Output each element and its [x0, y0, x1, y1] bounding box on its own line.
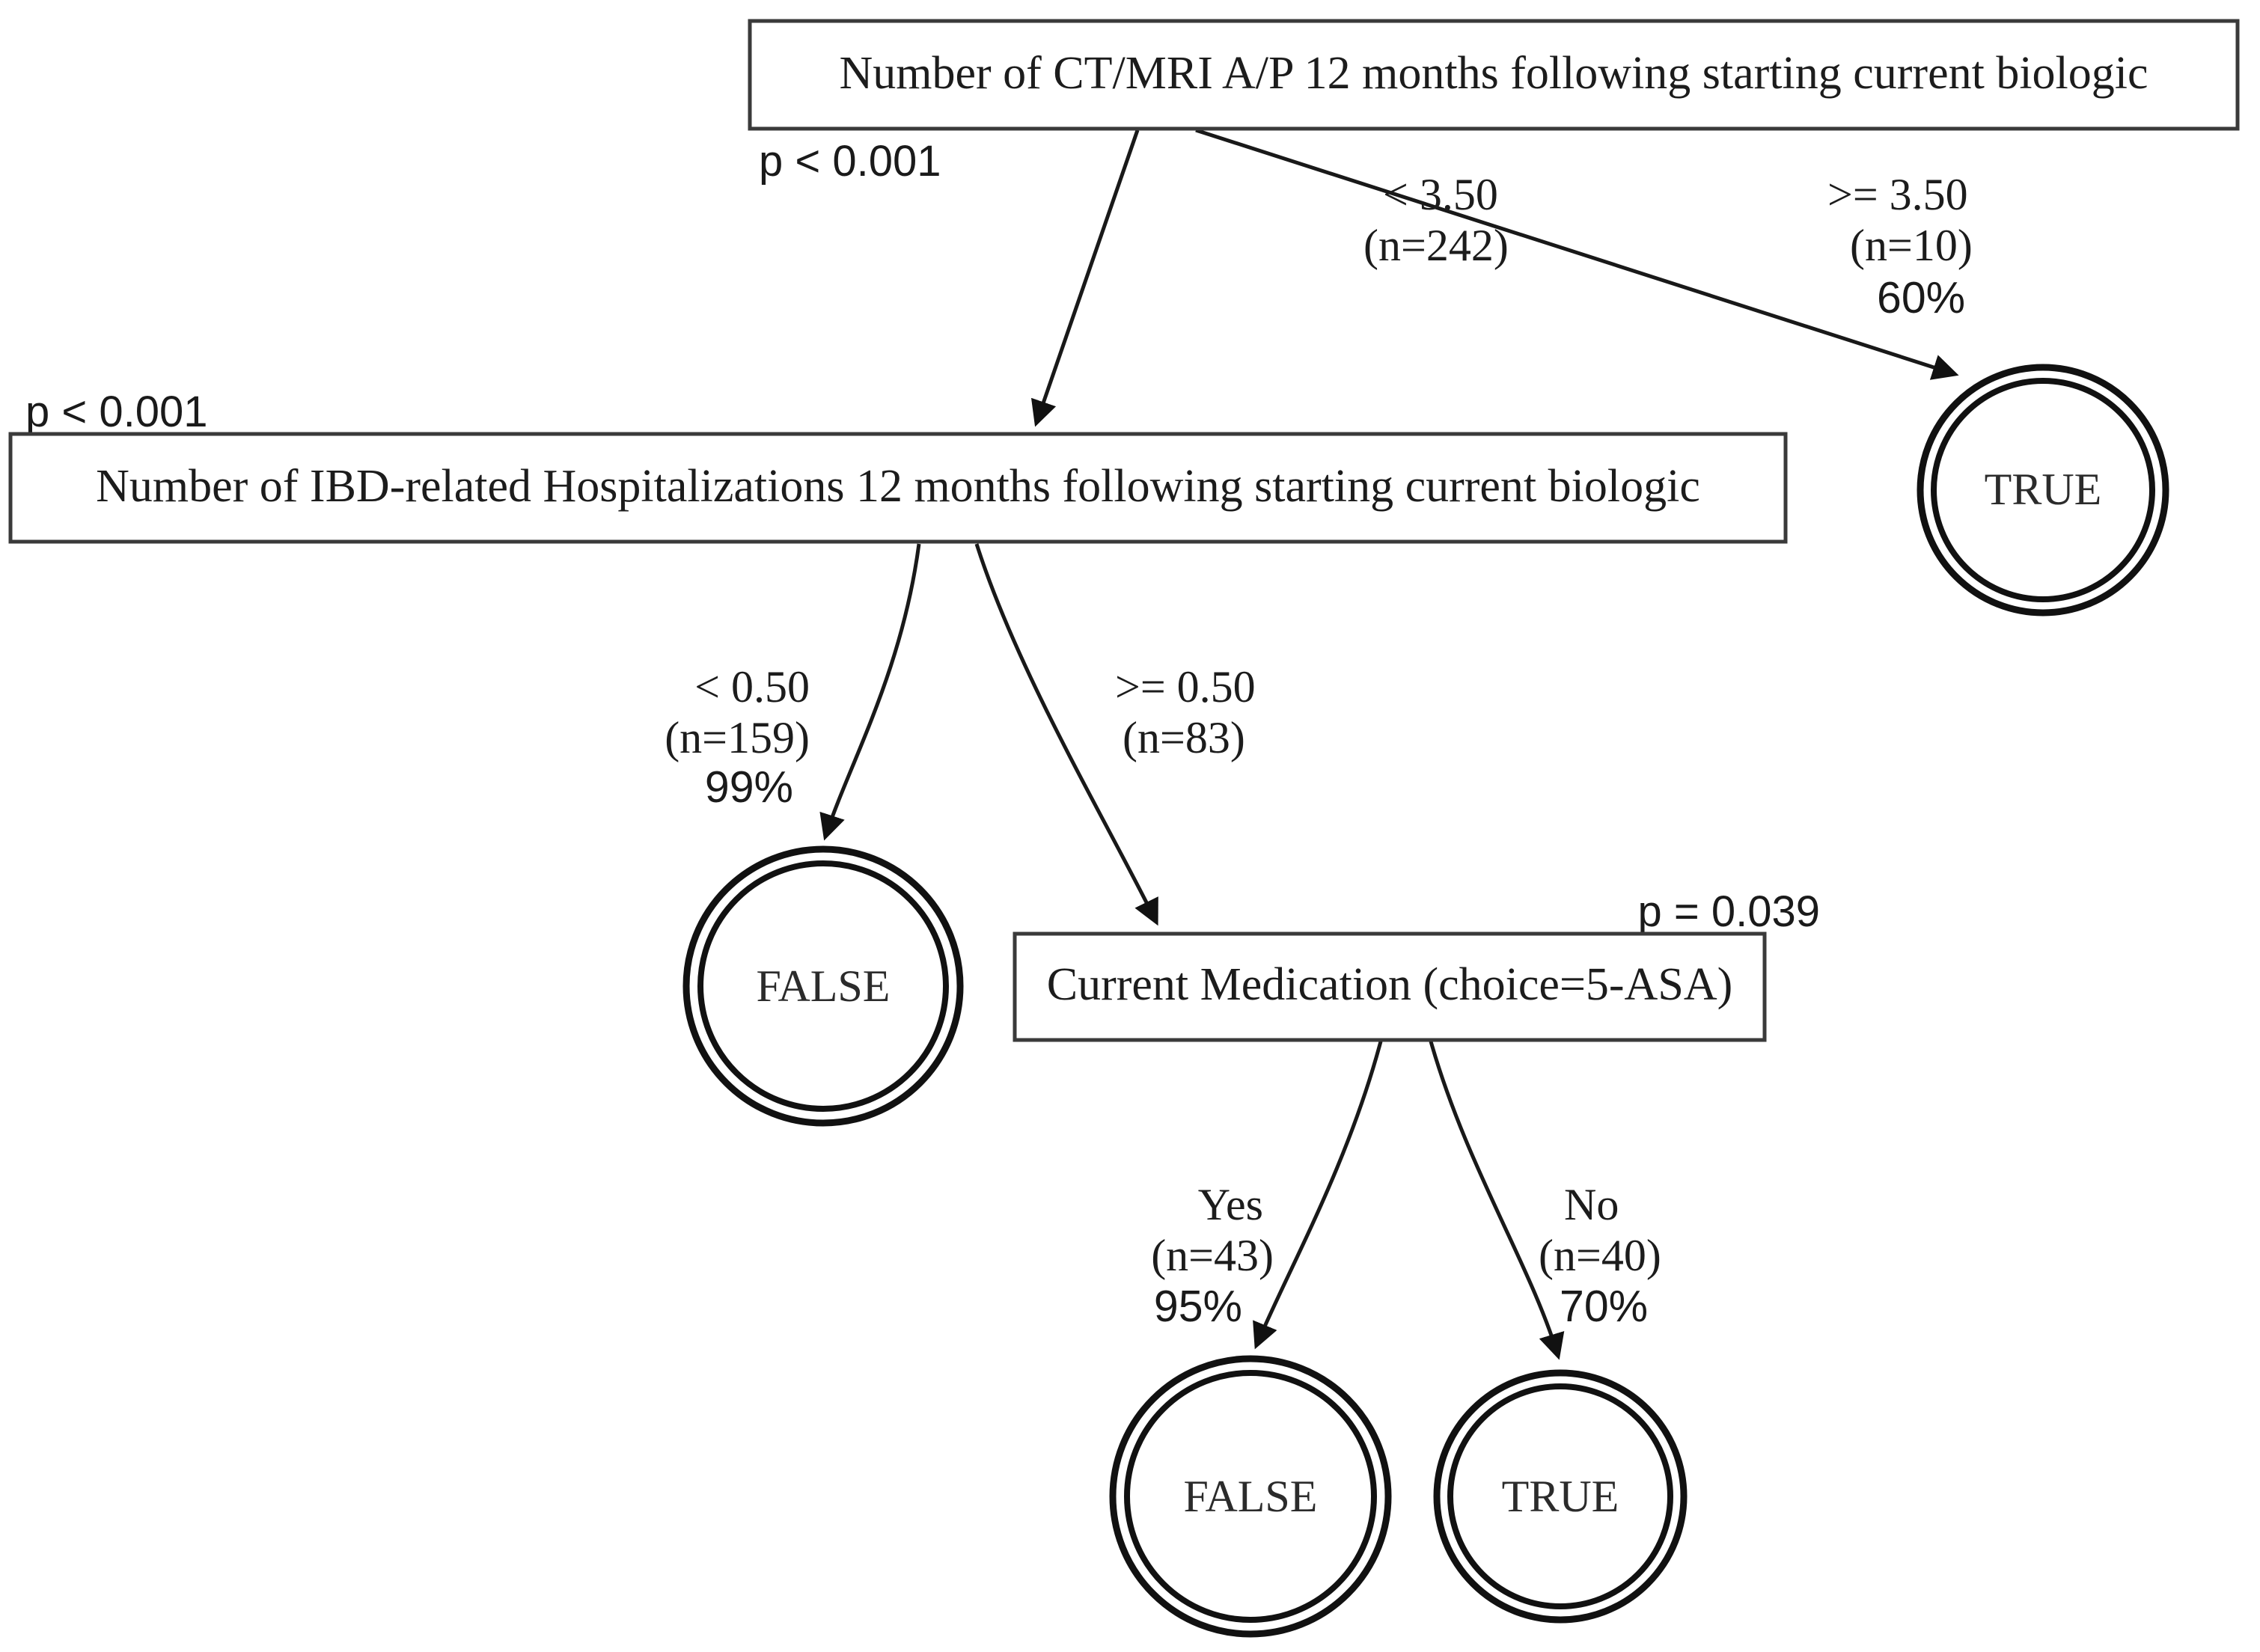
edge-med-right-n: (n=40) [1539, 1231, 1661, 1280]
edge-hosp-right-condition: >= 0.50 [1115, 662, 1256, 712]
edge-med-left-n: (n=43) [1151, 1231, 1274, 1280]
edge-med-left-percent: 95% [1154, 1282, 1242, 1331]
edge-hosp-left-n: (n=159) [665, 713, 810, 762]
edge-hosp-right [974, 543, 1158, 926]
edge-hosp-left [819, 543, 921, 841]
edge-med-right-percent: 70% [1560, 1282, 1648, 1331]
terminal-true-right-inner-ring [1931, 378, 2155, 602]
terminal-true-bottom[interactable] [1433, 1369, 1688, 1624]
edge-med-left-condition: Yes [1198, 1180, 1263, 1229]
node-medication-label: Current Medication (choice=5-ASA) [1047, 959, 1732, 1010]
terminal-true-right[interactable] [1917, 364, 2169, 617]
node-medication-pvalue: p = 0.039 [1638, 887, 1821, 936]
edge-med-right [1429, 1041, 1565, 1360]
terminal-false-mid-inner-ring [697, 860, 949, 1112]
node-root-label: Number of CT/MRI A/P 12 months following… [839, 48, 2148, 99]
node-hosp-label: Number of IBD-related Hospitalizations 1… [96, 461, 1700, 512]
terminal-false-mid-label: FALSE [757, 961, 891, 1011]
node-medication-box[interactable] [1013, 931, 1767, 1042]
edge-root-right-n: (n=10) [1850, 221, 1973, 270]
terminal-false-bottom-label: FALSE [1184, 1472, 1318, 1521]
node-root-pvalue: p < 0.001 [759, 137, 941, 186]
edge-med-right-condition: No [1564, 1180, 1619, 1229]
node-hosp-box[interactable] [8, 432, 1788, 544]
node-hosp-pvalue: p < 0.001 [25, 388, 208, 436]
edge-root-left-n: (n=242) [1363, 221, 1509, 270]
terminal-false-bottom[interactable] [1109, 1355, 1392, 1638]
edge-root-left-condition: < 3.50 [1383, 170, 1498, 219]
terminal-true-bottom-inner-ring [1447, 1383, 1673, 1609]
edge-med-left [1253, 1041, 1383, 1350]
terminal-false-bottom-inner-ring [1124, 1370, 1377, 1623]
edge-root-right-percent: 60% [1877, 273, 1965, 322]
edge-root-left [1030, 129, 1140, 427]
edge-hosp-right-n: (n=83) [1123, 713, 1245, 762]
edge-root-right-condition: >= 3.50 [1827, 170, 1968, 219]
terminal-true-right-label: TRUE [1985, 465, 2102, 514]
edge-hosp-left-percent: 99% [705, 762, 793, 812]
terminal-false-mid[interactable] [682, 845, 964, 1127]
edge-root-right [1195, 128, 1959, 380]
edge-hosp-left-condition: < 0.50 [694, 662, 810, 712]
node-root-box[interactable] [748, 19, 2240, 131]
terminal-true-bottom-label: TRUE [1502, 1472, 1619, 1521]
